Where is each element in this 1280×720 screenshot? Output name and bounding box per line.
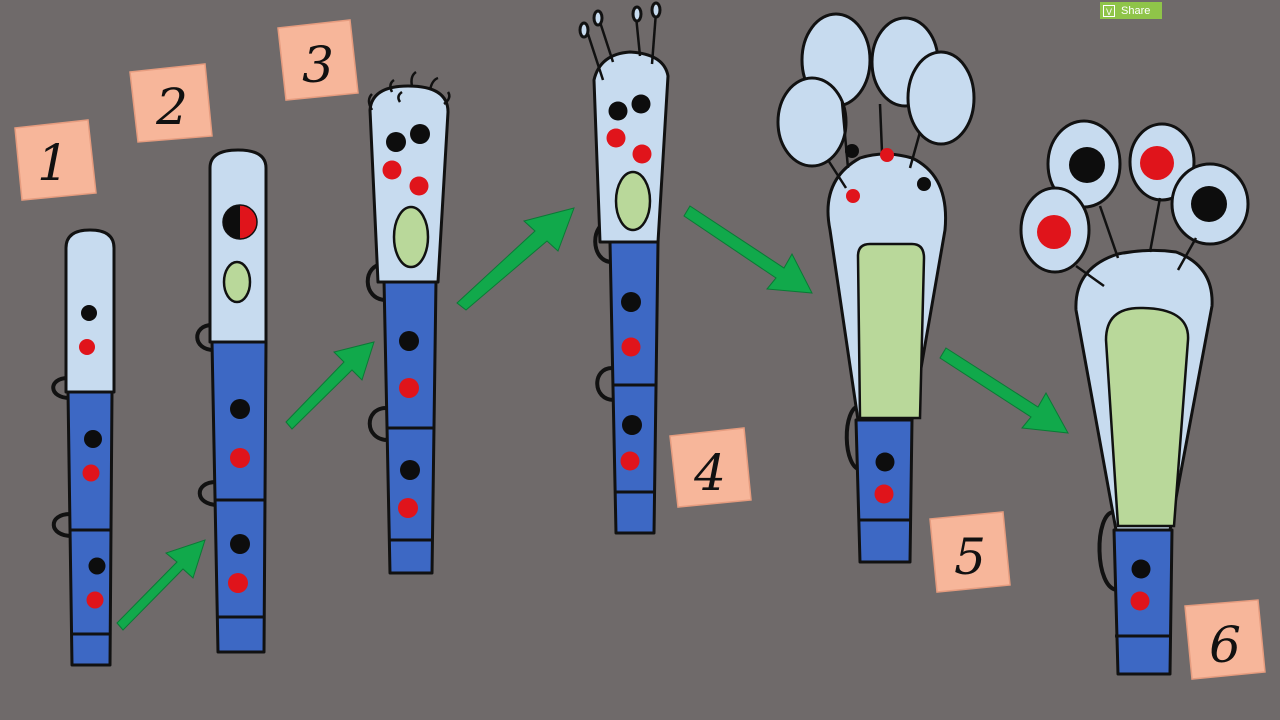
stage-label-4: 4 bbox=[669, 427, 752, 508]
stage-label-1: 1 bbox=[14, 119, 97, 201]
svg-text:1: 1 bbox=[37, 134, 69, 192]
stage-6-spores bbox=[1019, 119, 1250, 274]
share-label: Share bbox=[1121, 4, 1151, 17]
stage-1-hypha bbox=[51, 228, 116, 667]
svg-text:2: 2 bbox=[155, 78, 188, 136]
stage-2-hypha bbox=[195, 148, 268, 654]
stage-4-hypha bbox=[578, 1, 670, 535]
arrow-4-to-5 bbox=[683, 205, 813, 294]
arrow-3-to-4 bbox=[456, 207, 575, 311]
share-button[interactable]: V Share bbox=[1100, 2, 1162, 19]
svg-text:4: 4 bbox=[693, 444, 726, 502]
stage-3-hypha bbox=[365, 70, 451, 575]
stage-label-2: 2 bbox=[129, 63, 213, 143]
svg-text:3: 3 bbox=[302, 36, 334, 94]
stage-label-5: 5 bbox=[929, 511, 1011, 593]
arrow-2-to-3 bbox=[285, 341, 375, 430]
stage-label-3: 3 bbox=[277, 19, 359, 101]
share-logo-icon: V bbox=[1103, 4, 1115, 17]
stage-5-spores bbox=[776, 12, 976, 168]
arrow-1-to-2 bbox=[116, 539, 206, 631]
stage-6-basidium bbox=[1019, 119, 1250, 676]
arrow-5-to-6 bbox=[939, 347, 1069, 434]
stage-5-basidium bbox=[776, 12, 976, 564]
stage-label-6: 6 bbox=[1184, 599, 1266, 680]
svg-text:6: 6 bbox=[1209, 616, 1241, 674]
svg-text:5: 5 bbox=[954, 528, 986, 586]
